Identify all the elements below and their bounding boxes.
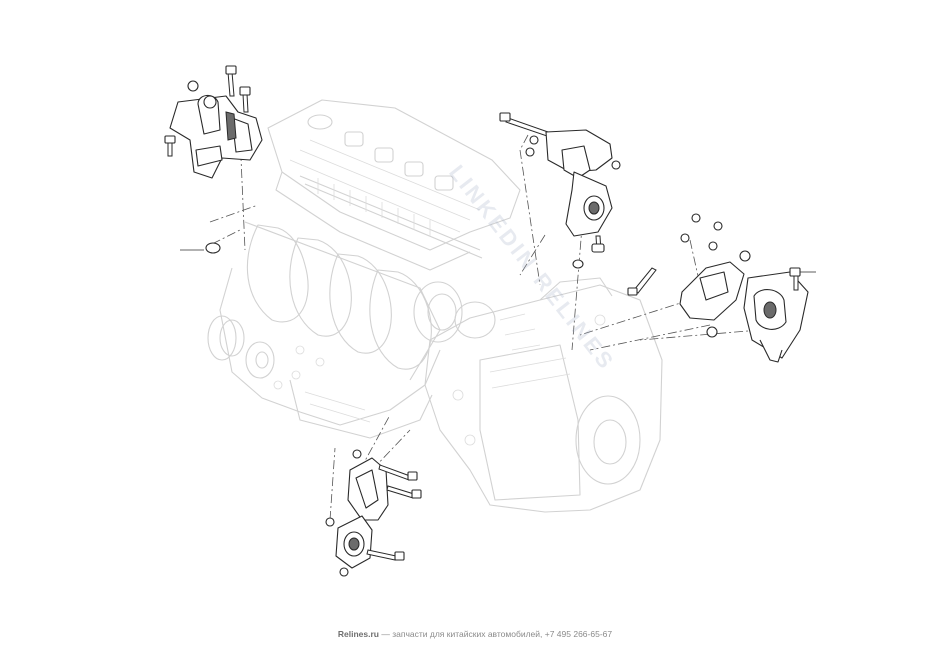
footer: Relines.ru — запчасти для китайских авто… [0,629,950,639]
engine-transmission-assembly [207,99,663,513]
footer-site-link[interactable]: Relines.ru [337,629,379,639]
engine-mount-upper-right [499,112,621,269]
transmission-mount-right [627,213,816,363]
alignment-lines [209,134,761,521]
engine-mount-bracket-upper-left [164,65,263,254]
footer-text: — запчасти для китайских автомобилей, +7… [381,629,613,639]
engine-mount-lower-rear [325,449,422,577]
